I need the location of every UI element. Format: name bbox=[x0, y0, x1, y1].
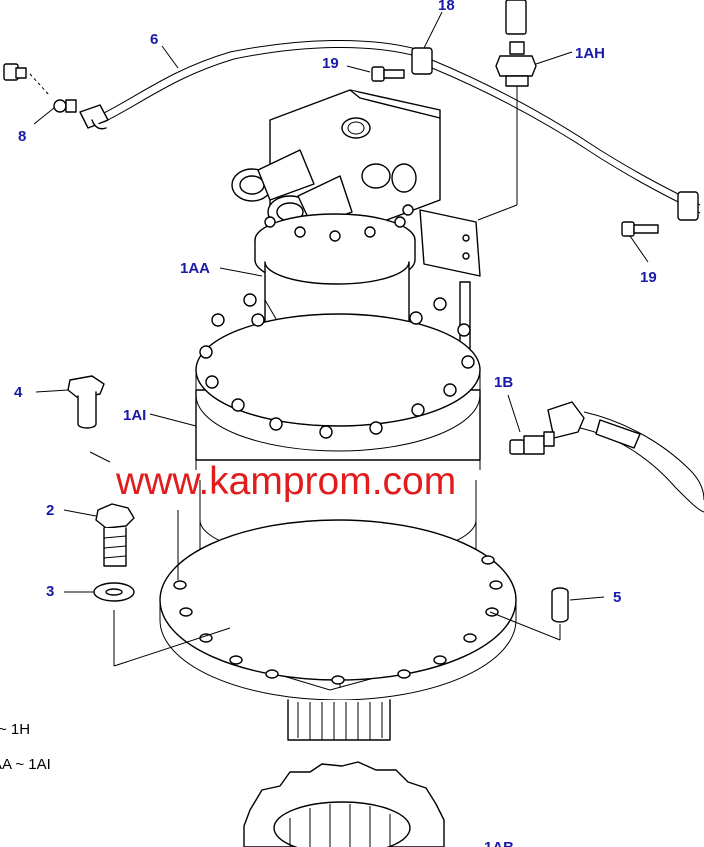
callout-19-lower: 19 bbox=[640, 269, 657, 286]
callout-labels: 18 6 19 1AH 8 1AA 19 4 1AI 1B 2 3 5 1AB bbox=[14, 0, 657, 847]
callout-1AI: 1AI bbox=[123, 407, 146, 424]
pin-5 bbox=[551, 587, 569, 623]
fitting-1AH bbox=[495, 0, 537, 87]
fitting-8 bbox=[3, 63, 77, 113]
bolt-19-upper bbox=[371, 66, 405, 82]
callout-3: 3 bbox=[46, 583, 54, 600]
pin-4 bbox=[67, 375, 105, 429]
callout-6: 6 bbox=[150, 31, 158, 48]
side-note-2: AA ~ 1AI bbox=[0, 756, 51, 773]
watermark-text: www.kamprom.com bbox=[115, 460, 456, 503]
hose-assembly-right bbox=[547, 401, 704, 513]
washer-3 bbox=[93, 582, 135, 602]
callout-2: 2 bbox=[46, 502, 54, 519]
callout-1B: 1B bbox=[494, 374, 513, 391]
fitting-1B bbox=[509, 431, 555, 455]
callout-1AH: 1AH bbox=[575, 45, 605, 62]
reduction-housing-1AI bbox=[159, 293, 517, 701]
leader-lines bbox=[33, 11, 649, 667]
housing-bolts bbox=[199, 293, 475, 439]
callout-8: 8 bbox=[18, 128, 26, 145]
bolt-2 bbox=[95, 503, 135, 567]
motor-top-bolts bbox=[264, 204, 414, 242]
pinion-gear-1AB bbox=[243, 761, 445, 847]
callout-1AA: 1AA bbox=[180, 260, 210, 277]
callout-19-upper: 19 bbox=[322, 55, 339, 72]
clamp-18 bbox=[411, 47, 701, 221]
side-note-1: ~ 1H bbox=[0, 721, 30, 738]
callout-18: 18 bbox=[438, 0, 455, 14]
side-notes: ~ 1H AA ~ 1AI bbox=[0, 721, 51, 773]
output-shaft bbox=[287, 699, 391, 741]
callout-5: 5 bbox=[613, 589, 621, 606]
bolt-19-lower bbox=[621, 221, 659, 237]
callout-1AB: 1AB bbox=[484, 839, 514, 847]
callout-4: 4 bbox=[14, 384, 23, 401]
swing-motor-1AA bbox=[231, 89, 481, 381]
hose-6 bbox=[79, 40, 421, 130]
